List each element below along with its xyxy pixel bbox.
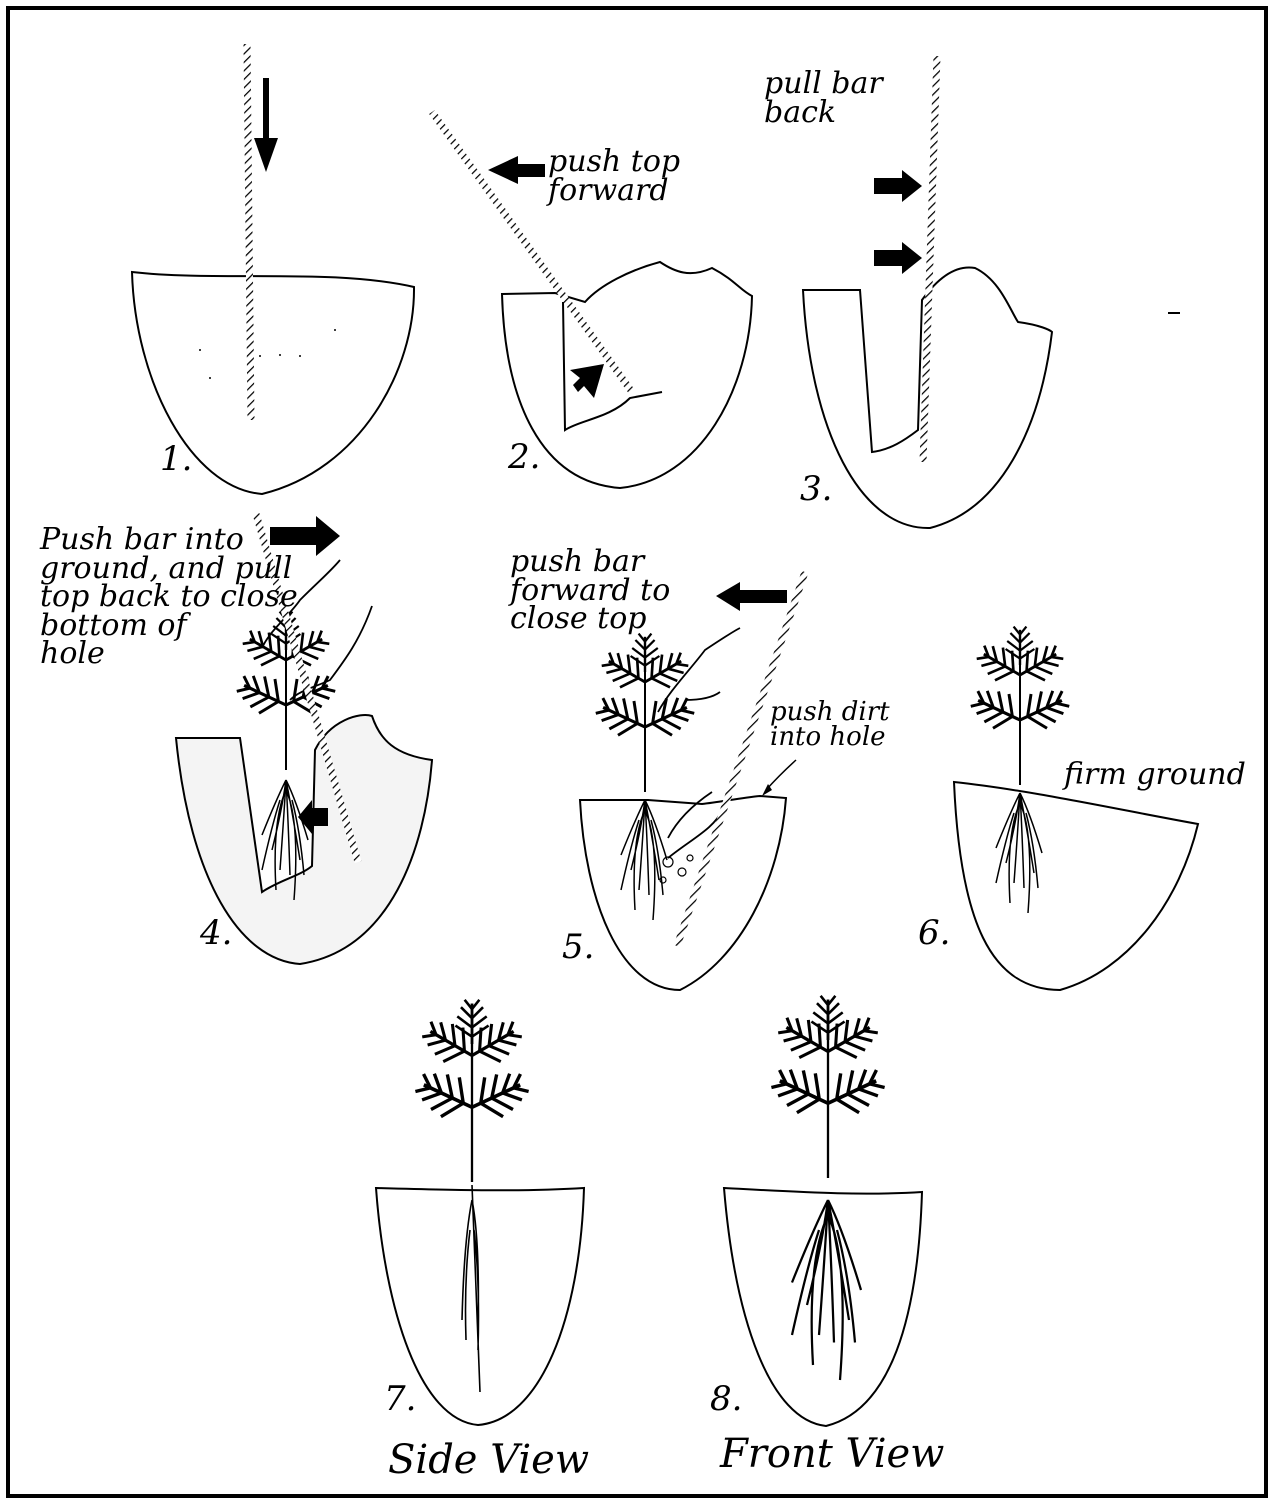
step8-roots [792, 1200, 861, 1380]
step1-planting-bar [247, 44, 251, 420]
step5-caption-dirt: push dirt into hole [770, 700, 890, 749]
step5-number: 5. [562, 930, 594, 964]
step2-left-arrow [488, 156, 545, 184]
step8-caption: Front View [720, 1434, 944, 1474]
step5-left-arrow [716, 582, 787, 611]
step2-small-arrow [570, 364, 604, 398]
step3-right-arrows [874, 170, 922, 274]
step7-number: 7. [384, 1382, 416, 1416]
step7-seedling [410, 1000, 533, 1182]
step6-soil [954, 782, 1198, 990]
step8-seedling [766, 996, 889, 1178]
step7-roots [462, 1185, 480, 1392]
step6-caption: firm ground [1064, 760, 1246, 790]
step2-caption: push top forward [548, 148, 680, 205]
step5-small-arrow [762, 760, 796, 796]
step4-number: 4. [200, 916, 232, 950]
step4-caption: Push bar into ground, and pull top back … [40, 526, 298, 669]
step7-caption: Side View [388, 1440, 589, 1480]
step8-number: 8. [710, 1382, 742, 1416]
step6-number: 6. [918, 916, 950, 950]
step3-planting-bar [923, 56, 937, 462]
step3-caption: pull bar back [764, 70, 883, 127]
step5-planting-bar [677, 572, 805, 946]
step3-number: 3. [800, 472, 832, 506]
step1-down-arrow [254, 78, 278, 172]
step1-number: 1. [160, 442, 192, 476]
step8-soil [724, 1188, 922, 1426]
step5-caption: push bar forward to close top [510, 548, 670, 634]
step2-number: 2. [508, 440, 540, 474]
step6-seedling [966, 627, 1073, 913]
step5-soil [580, 796, 786, 990]
